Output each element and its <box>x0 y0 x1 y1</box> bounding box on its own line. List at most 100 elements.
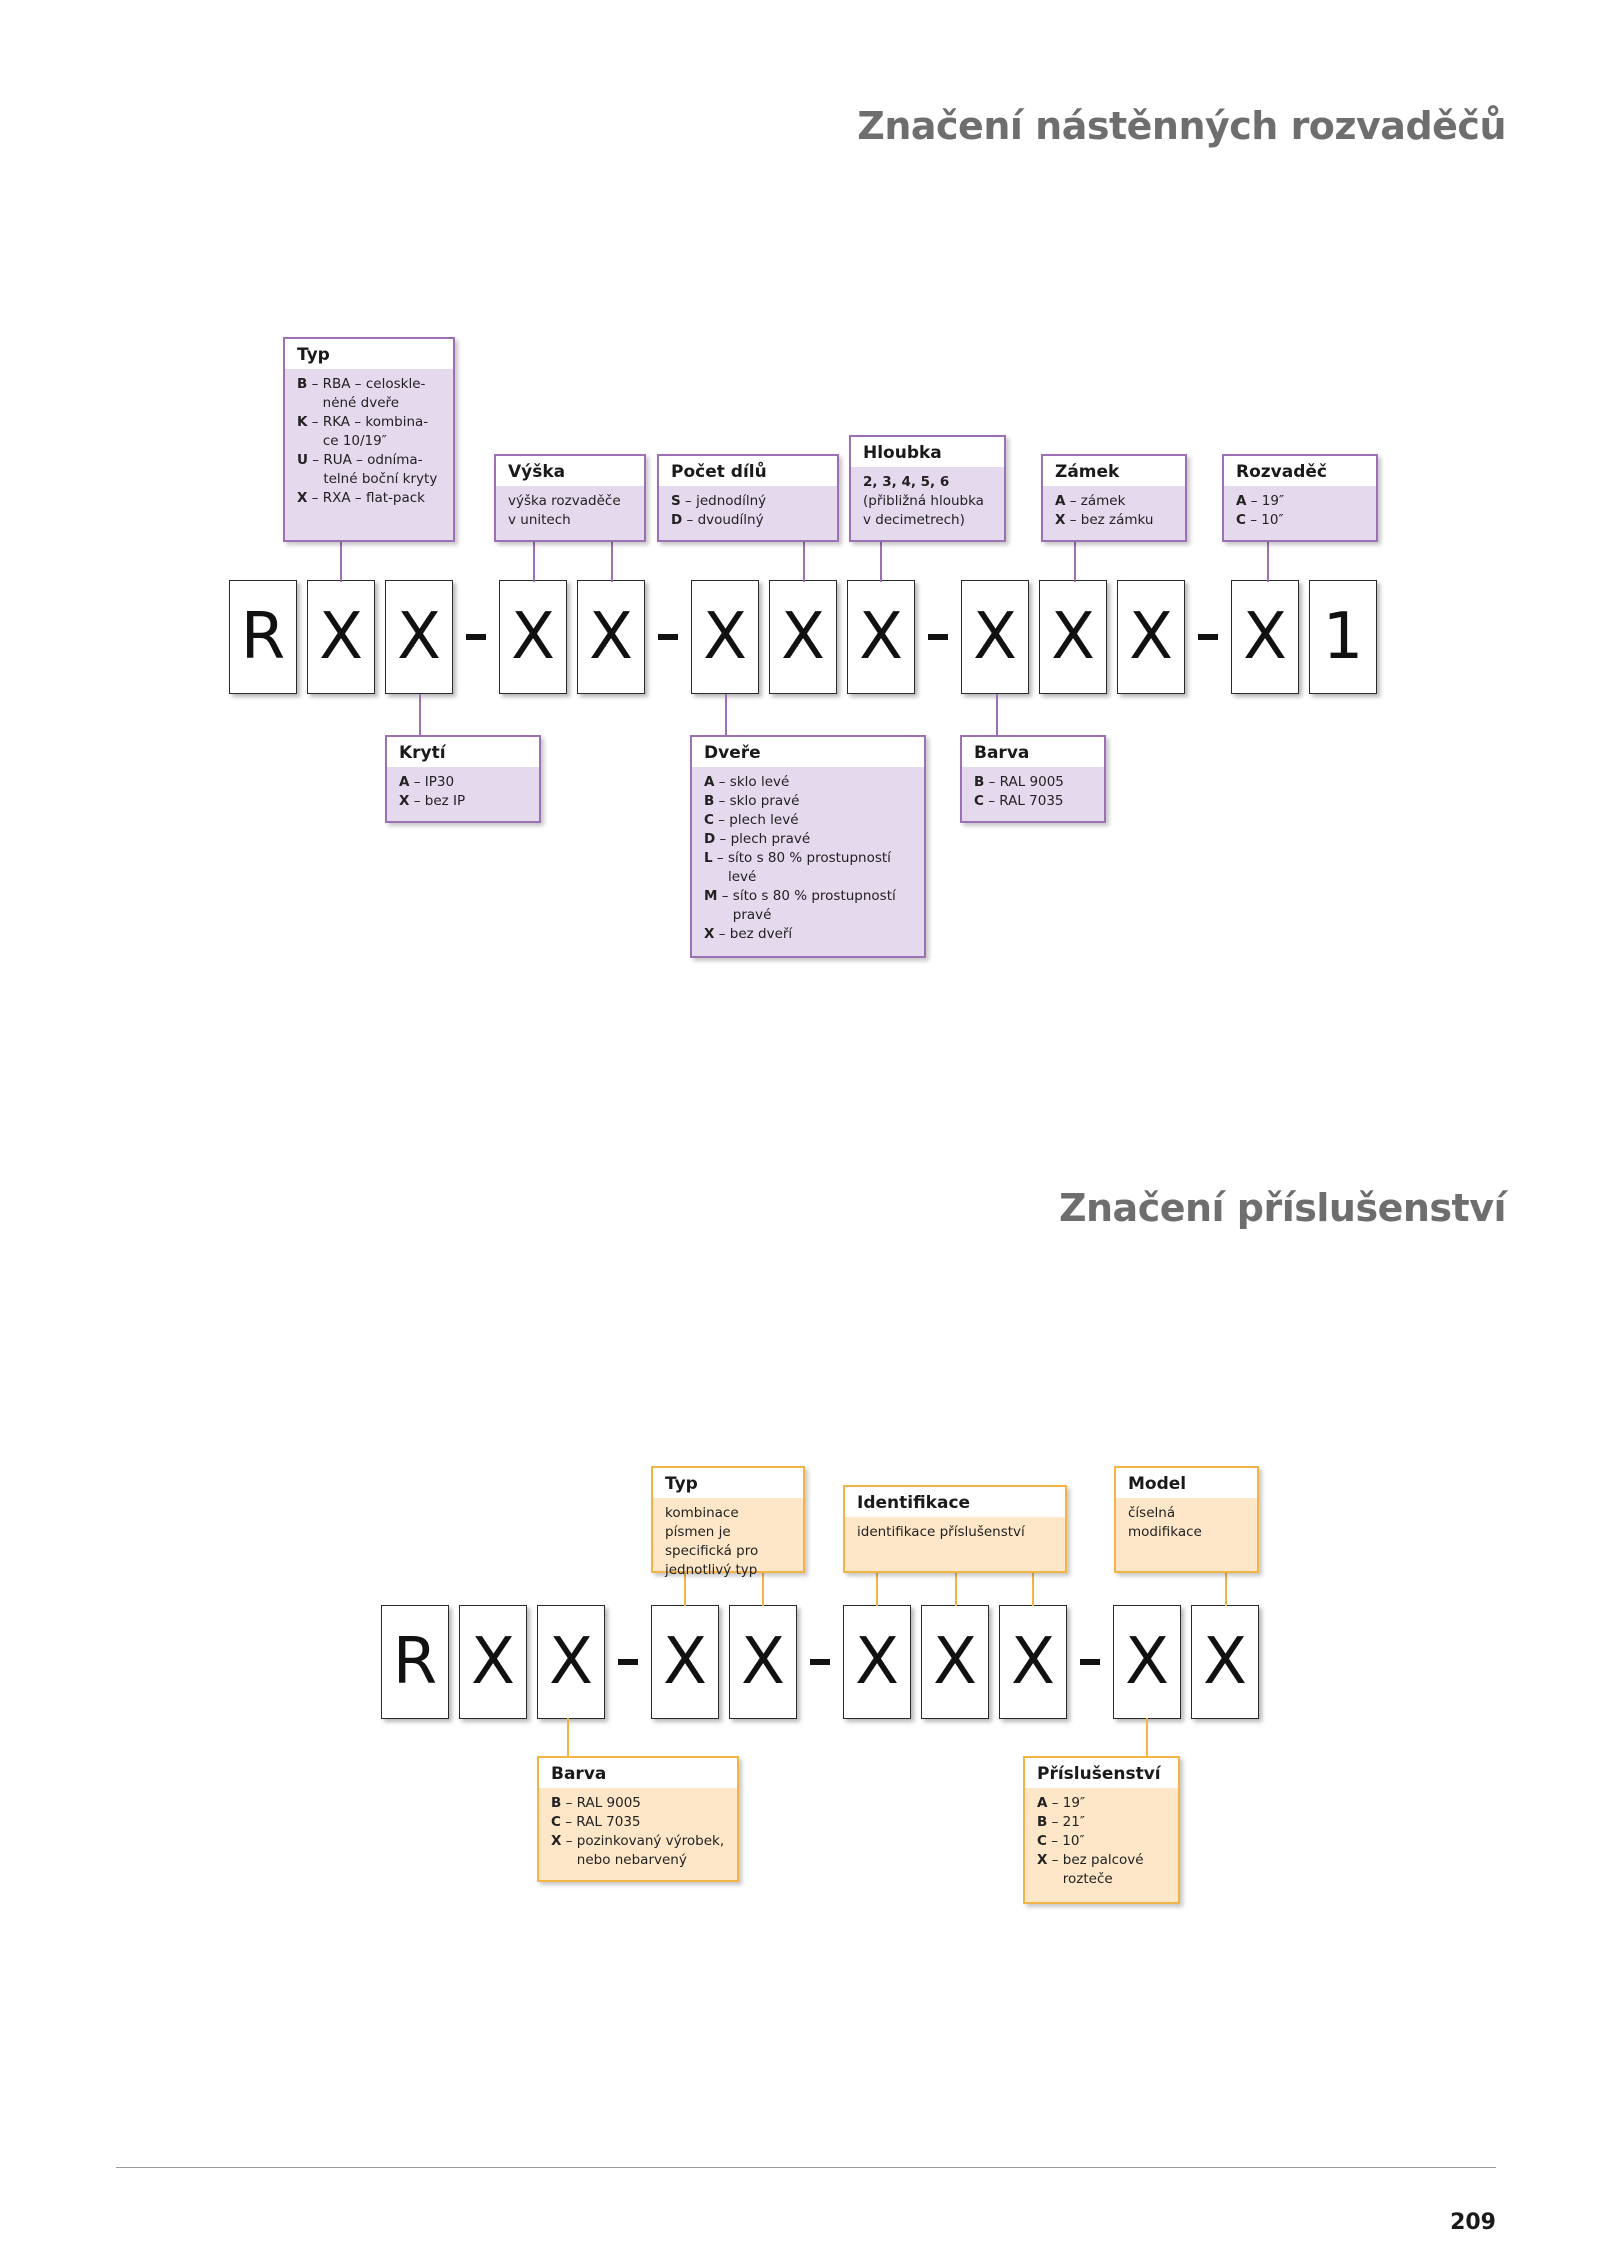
legend-value: 10″ <box>1062 1833 1085 1849</box>
code-char-box: X <box>1117 580 1185 694</box>
legend-key: C <box>1037 1833 1047 1849</box>
legend-value: 19″ <box>1062 1795 1086 1811</box>
connector-line <box>567 1718 569 1758</box>
legend-value: RAL 7035 <box>999 793 1064 809</box>
legend-heading: Zámek <box>1043 456 1185 486</box>
legend-key: X <box>551 1833 562 1849</box>
legend-key: B <box>297 376 308 392</box>
legend-text: (přibližná hloubka v decimetrech) <box>863 493 984 528</box>
code-char-box: X <box>307 580 375 694</box>
code-char-box: X <box>1191 1605 1259 1719</box>
legend-heading: Výška <box>496 456 644 486</box>
legend-value: RAL 7035 <box>576 1814 641 1830</box>
legend-key: C <box>974 793 984 809</box>
connector-line <box>1032 1570 1034 1606</box>
legend-heading: Barva <box>962 737 1104 767</box>
legend-value: IP30 <box>424 774 455 790</box>
legend-key: A <box>704 774 715 790</box>
legend-value: RKA – kombina-ce 10/19″ <box>322 414 429 449</box>
legend-key: S <box>671 493 681 509</box>
code-char-box: X <box>999 1605 1067 1719</box>
legend-value: sklo levé <box>729 774 790 790</box>
legend-key: B <box>974 774 985 790</box>
legend-key: B <box>704 793 715 809</box>
code-char-box: X <box>1039 580 1107 694</box>
connector-line <box>340 538 342 582</box>
legend-heading: Model <box>1116 1468 1257 1498</box>
legend-value: jednodílný <box>696 493 767 509</box>
connector-line <box>725 694 727 737</box>
legend-value: bez dveří <box>729 926 793 942</box>
legend-value: bez zámku <box>1080 512 1154 528</box>
footer-divider <box>116 2167 1496 2168</box>
legend-key: C <box>704 812 714 828</box>
legend-text: identifikace příslušenství <box>857 1524 1025 1540</box>
legend-value: 21″ <box>1062 1814 1085 1830</box>
legend-key: A <box>1055 493 1066 509</box>
legend-box-dvere: Dveře A – sklo levé B – sklo pravé C – p… <box>690 735 926 958</box>
accessory-box-identifikace: Identifikace identifikace příslušenství <box>843 1485 1067 1573</box>
legend-key: X <box>1037 1852 1048 1868</box>
legend-box-hloubka: Hloubka 2, 3, 4, 5, 6 (přibližná hloubka… <box>849 435 1006 542</box>
legend-box-zamek: Zámek A – zámek X – bez zámku <box>1041 454 1187 542</box>
legend-heading: Dveře <box>692 737 924 767</box>
code-char-box: X <box>651 1605 719 1719</box>
connector-line <box>1146 1718 1148 1758</box>
code-char-box: X <box>499 580 567 694</box>
legend-key: U <box>297 452 308 468</box>
code-char-box: X <box>769 580 837 694</box>
connector-line <box>803 538 805 582</box>
connector-line <box>419 694 421 737</box>
accessory-box-prislusenstvi: Příslušenství A – 19″ B – 21″ C – 10″ X … <box>1023 1756 1180 1904</box>
legend-heading: Identifikace <box>845 1487 1065 1517</box>
code-char-box: X <box>961 580 1029 694</box>
legend-box-rozvadec: Rozvaděč A – 19″ C – 10″ <box>1222 454 1378 542</box>
page-number: 209 <box>1450 2210 1496 2235</box>
legend-key: L <box>704 850 713 866</box>
accessory-box-typ: Typ kombinace písmen je specifická pro j… <box>651 1466 805 1578</box>
legend-value: dvoudílný <box>697 512 764 528</box>
legend-box-kryti: Krytí A – IP30 X – bez IP <box>385 735 541 823</box>
code-dash <box>1080 1659 1100 1665</box>
legend-value: 19″ <box>1261 493 1285 509</box>
legend-box-pocet-dilu: Počet dílů S – jednodílný D – dvoudílný <box>657 454 839 542</box>
code-char-box: X <box>1231 580 1299 694</box>
legend-value: síto s 80 % prostupností levé <box>727 850 891 885</box>
code-char-box: X <box>921 1605 989 1719</box>
legend-key: D <box>671 512 683 528</box>
connector-line <box>1225 1570 1227 1606</box>
legend-value: RAL 9005 <box>576 1795 641 1811</box>
connector-line <box>955 1570 957 1606</box>
legend-key: C <box>1236 512 1246 528</box>
code-dash <box>658 634 678 640</box>
accessory-box-barva: Barva B – RAL 9005 C – RAL 7035 X – pozi… <box>537 1756 739 1882</box>
code-dash <box>466 634 486 640</box>
legend-key: D <box>704 831 716 847</box>
connector-line <box>762 1570 764 1606</box>
legend-heading: Typ <box>653 1468 803 1498</box>
legend-value: RUA – odníma-telné boční kryty <box>323 452 438 487</box>
legend-key: A <box>1236 493 1247 509</box>
code-char-box: R <box>381 1605 449 1719</box>
legend-value: zámek <box>1080 493 1126 509</box>
legend-text: výška rozvaděče v unitech <box>508 493 621 528</box>
code-dash <box>810 1659 830 1665</box>
legend-key: X <box>704 926 715 942</box>
legend-heading: Typ <box>285 339 453 369</box>
code-char-box: X <box>847 580 915 694</box>
legend-value: plech levé <box>729 812 799 828</box>
code-char-box: 1 <box>1309 580 1377 694</box>
legend-key: C <box>551 1814 561 1830</box>
legend-box-vyska: Výška výška rozvaděče v unitech <box>494 454 646 542</box>
legend-key: B <box>1037 1814 1048 1830</box>
legend-text: kombinace písmen je specifická pro jedno… <box>665 1505 759 1578</box>
connector-line <box>611 538 613 582</box>
connector-line <box>1074 538 1076 582</box>
legend-depth-values: 2, 3, 4, 5, 6 <box>863 474 950 490</box>
legend-value: 10″ <box>1261 512 1284 528</box>
legend-heading: Krytí <box>387 737 539 767</box>
legend-heading: Barva <box>539 1758 737 1788</box>
legend-key: B <box>551 1795 562 1811</box>
code-char-box: X <box>1113 1605 1181 1719</box>
connector-line <box>533 538 535 582</box>
